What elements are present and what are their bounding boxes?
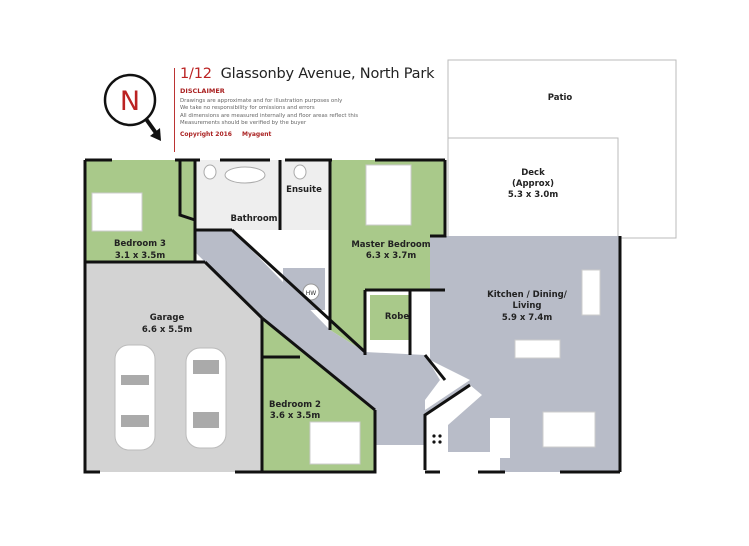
bathtub-icon [224,166,266,184]
robe-label: Robe [385,312,409,322]
bedroom3-dims: 3.1 x 3.5m [115,251,166,261]
unit-number: 1/12 [180,66,212,82]
deck-dims: 5.3 x 3.0m [508,190,559,200]
kitchen-label-2: Living [513,301,542,311]
master-label: Master Bedroom [351,240,430,250]
compass-label: N [120,86,140,117]
ensuite-label: Ensuite [286,185,322,195]
kitchen-dims: 5.9 x 7.4m [502,313,553,323]
garage-label: Garage [150,313,185,323]
bed-icon [365,164,412,226]
disclaimer-line: Measurements should be verified by the b… [180,119,307,126]
bedroom3-label: Bedroom 3 [114,239,166,249]
header-divider [174,68,175,152]
hallway-floor [195,230,440,445]
deck-area [447,137,619,239]
toilet-icon [203,164,217,180]
sofa-icon [514,339,561,359]
disclaimer-line: We take no responsibility for omissions … [180,105,315,112]
deck-note: (Approx) [512,179,554,189]
bedroom2-dims: 3.6 x 3.5m [270,411,321,421]
garage-dims: 6.6 x 5.5m [142,325,193,335]
car-icon [185,347,227,449]
sofa-icon [581,269,601,316]
patio-label: Patio [548,93,573,103]
kitchen-island [490,418,510,458]
robe-floor [370,295,410,340]
car-icon [114,344,156,451]
master-dims: 6.3 x 3.7m [366,251,417,261]
bed-icon [309,421,361,465]
kitchen-bench [425,385,500,472]
agent-name: Myagent [241,131,272,139]
disclaimer-title: DISCLAIMER [180,87,225,95]
bed-icon [91,192,143,232]
plan-header: 1/12 Glassonby Avenue, North Park DISCLA… [180,66,450,138]
bathroom-label: Bathroom [230,214,277,224]
disclaimer-line: All dimensions are measured internally a… [180,112,359,119]
dining-table-icon [542,411,596,448]
compass-north-icon: N [103,73,161,141]
property-address: 1/12 Glassonby Avenue, North Park [180,66,450,82]
deck-label: Deck [521,168,545,178]
kitchen-label: Kitchen / Dining/ [487,290,568,300]
hot-water-icon [302,283,320,301]
bedroom2-label: Bedroom 2 [269,400,321,410]
disclaimer-line: Drawings are approximate and for illustr… [180,98,343,104]
street-name: Glassonby Avenue, North Park [220,66,435,82]
walls [83,158,622,474]
copyright-line: Copyright 2016 Myagent [180,131,450,138]
hw-label: HW [306,290,317,297]
toilet-icon [293,164,307,180]
master-floor [330,160,445,352]
copyright-text: Copyright 2016 [180,131,232,139]
